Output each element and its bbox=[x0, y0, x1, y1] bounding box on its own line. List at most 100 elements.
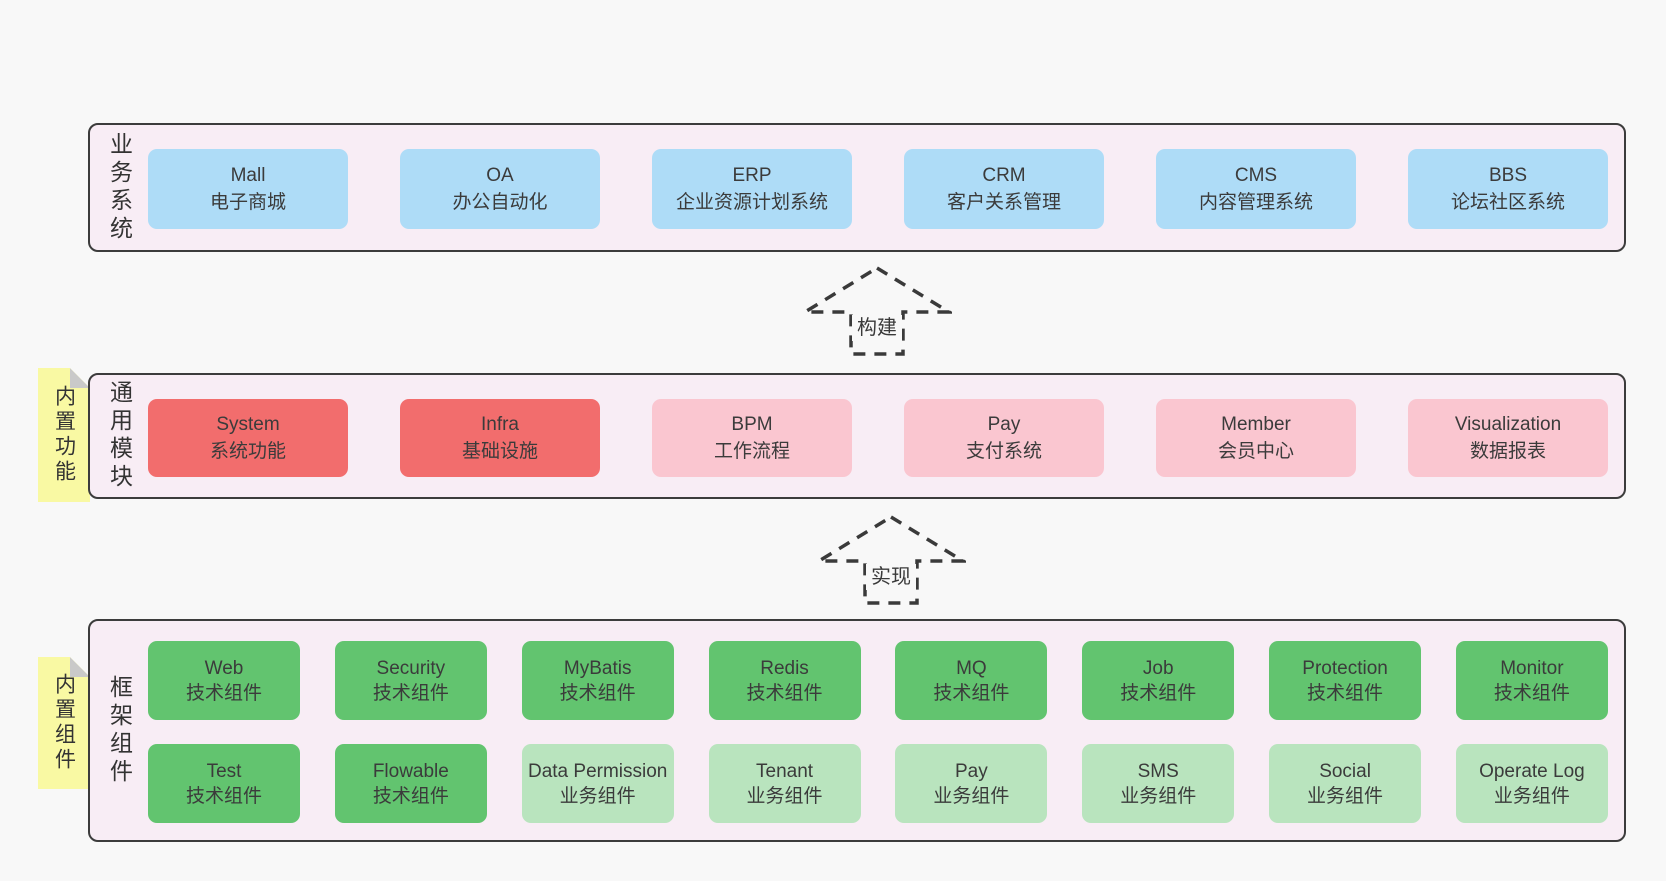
box-title: Tenant bbox=[756, 760, 814, 782]
box-title: Pay bbox=[955, 760, 988, 782]
panel-side-label-text: 框架组件 bbox=[106, 674, 133, 787]
box-subtitle: 工作流程 bbox=[713, 441, 790, 462]
box-subtitle: 内容管理系统 bbox=[1198, 192, 1313, 213]
box-sms: SMS 业务组件 bbox=[1082, 744, 1235, 823]
dashed-up-arrow-icon: 实现 bbox=[812, 514, 970, 605]
business-box-row: Mall 电子商城 OA 办公自动化 ERP 企业资源计划系统 CRM 客户关系… bbox=[148, 149, 1608, 229]
panel-side-label: 业务系统 bbox=[90, 125, 148, 250]
note-fold-corner-icon bbox=[70, 368, 90, 388]
box-title: OA bbox=[486, 165, 514, 186]
box-subtitle: 支付系统 bbox=[965, 441, 1042, 462]
box-visualization: Visualization 数据报表 bbox=[1408, 399, 1608, 477]
box-protection: Protection 技术组件 bbox=[1269, 641, 1422, 720]
box-title: Monitor bbox=[1500, 657, 1564, 679]
sticky-note-label: 内置功能 bbox=[52, 385, 76, 485]
box-title: SMS bbox=[1137, 760, 1179, 782]
box-title: Data Permission bbox=[527, 760, 668, 782]
box-erp: ERP 企业资源计划系统 bbox=[652, 149, 852, 229]
box-subtitle: 办公自动化 bbox=[452, 192, 548, 213]
box-subtitle: 业务组件 bbox=[559, 785, 636, 807]
box-subtitle: 技术组件 bbox=[185, 682, 262, 704]
box-redis: Redis 技术组件 bbox=[708, 641, 861, 720]
box-system: System 系统功能 bbox=[148, 399, 348, 477]
box-monitor: Monitor 技术组件 bbox=[1455, 641, 1608, 720]
box-subtitle: 会员中心 bbox=[1217, 441, 1294, 462]
box-title: CRM bbox=[982, 165, 1026, 186]
box-subtitle: 技术组件 bbox=[746, 682, 823, 704]
box-bbs: BBS 论坛社区系统 bbox=[1408, 149, 1608, 229]
sticky-note-builtin-features: 内置功能 bbox=[38, 368, 90, 502]
note-fold-corner-icon bbox=[70, 657, 90, 677]
box-subtitle: 技术组件 bbox=[185, 785, 262, 807]
box-title: Web bbox=[204, 657, 244, 679]
box-subtitle: 技术组件 bbox=[933, 682, 1010, 704]
box-title: Infra bbox=[480, 414, 520, 435]
box-job: Job 技术组件 bbox=[1082, 641, 1235, 720]
box-subtitle: 业务组件 bbox=[1307, 785, 1384, 807]
box-title: Member bbox=[1221, 414, 1291, 435]
box-web: Web 技术组件 bbox=[148, 641, 300, 720]
framework-box-row-1: Web 技术组件 Security 技术组件 MyBatis 技术组件 Redi… bbox=[148, 641, 1608, 720]
box-title: CMS bbox=[1234, 165, 1278, 186]
box-subtitle: 客户关系管理 bbox=[946, 192, 1061, 213]
panel-side-label: 通用模块 bbox=[90, 375, 148, 497]
box-title: Visualization bbox=[1454, 414, 1562, 435]
box-title: ERP bbox=[732, 165, 772, 186]
box-title: BPM bbox=[731, 414, 773, 435]
box-flowable: Flowable 技术组件 bbox=[334, 744, 487, 823]
box-title: System bbox=[216, 414, 280, 435]
box-subtitle: 技术组件 bbox=[1120, 682, 1197, 704]
box-subtitle: 系统功能 bbox=[209, 441, 286, 462]
box-title: Test bbox=[206, 760, 242, 782]
dashed-up-arrow-icon: 构建 bbox=[798, 265, 956, 356]
box-title: Security bbox=[376, 657, 446, 679]
box-security: Security 技术组件 bbox=[334, 641, 487, 720]
box-title: Social bbox=[1319, 760, 1371, 782]
box-bpm: BPM 工作流程 bbox=[652, 399, 852, 477]
box-pay-system: Pay 支付系统 bbox=[904, 399, 1104, 477]
box-subtitle: 基础设施 bbox=[461, 441, 538, 462]
box-mq: MQ 技术组件 bbox=[895, 641, 1048, 720]
box-title: BBS bbox=[1488, 165, 1528, 186]
panel-framework-components: 框架组件 Web 技术组件 Security 技术组件 MyBatis 技术组件… bbox=[88, 619, 1626, 842]
box-social: Social 业务组件 bbox=[1269, 744, 1422, 823]
box-title: Mall bbox=[230, 165, 266, 186]
panel-side-label: 框架组件 bbox=[90, 621, 148, 840]
box-subtitle: 数据报表 bbox=[1469, 441, 1546, 462]
box-title: MyBatis bbox=[563, 657, 632, 679]
box-oa: OA 办公自动化 bbox=[400, 149, 600, 229]
box-subtitle: 技术组件 bbox=[372, 682, 449, 704]
sticky-note-builtin-components: 内置组件 bbox=[38, 657, 90, 789]
box-title: Flowable bbox=[372, 760, 449, 782]
box-crm: CRM 客户关系管理 bbox=[904, 149, 1104, 229]
arrow-build: 构建 bbox=[798, 265, 956, 357]
box-subtitle: 技术组件 bbox=[559, 682, 636, 704]
box-subtitle: 电子商城 bbox=[209, 192, 286, 213]
panel-side-label-text: 业务系统 bbox=[106, 131, 133, 244]
box-test: Test 技术组件 bbox=[148, 744, 300, 823]
box-infra: Infra 基础设施 bbox=[400, 399, 600, 477]
arrow-implement: 实现 bbox=[812, 514, 970, 606]
box-title: Redis bbox=[760, 657, 809, 679]
box-subtitle: 论坛社区系统 bbox=[1450, 192, 1565, 213]
modules-box-row: System 系统功能 Infra 基础设施 BPM 工作流程 Pay 支付系统… bbox=[148, 399, 1608, 477]
box-title: MQ bbox=[956, 657, 987, 679]
box-title: Pay bbox=[987, 414, 1021, 435]
box-subtitle: 业务组件 bbox=[933, 785, 1010, 807]
box-data-permission: Data Permission 业务组件 bbox=[521, 744, 674, 823]
box-subtitle: 业务组件 bbox=[1493, 785, 1570, 807]
box-mall: Mall 电子商城 bbox=[148, 149, 348, 229]
panel-business-systems: 业务系统 Mall 电子商城 OA 办公自动化 ERP 企业资源计划系统 CRM… bbox=[88, 123, 1626, 252]
box-subtitle: 企业资源计划系统 bbox=[675, 192, 828, 213]
box-operate-log: Operate Log 业务组件 bbox=[1455, 744, 1608, 823]
sticky-note-label: 内置组件 bbox=[52, 673, 76, 773]
box-subtitle: 业务组件 bbox=[746, 785, 823, 807]
panel-common-modules: 通用模块 System 系统功能 Infra 基础设施 BPM 工作流程 Pay… bbox=[88, 373, 1626, 499]
box-title: Job bbox=[1142, 657, 1174, 679]
box-subtitle: 业务组件 bbox=[1120, 785, 1197, 807]
box-subtitle: 技术组件 bbox=[1307, 682, 1384, 704]
box-tenant: Tenant 业务组件 bbox=[708, 744, 861, 823]
panel-side-label-text: 通用模块 bbox=[106, 380, 133, 492]
box-title: Operate Log bbox=[1479, 760, 1585, 782]
box-pay-component: Pay 业务组件 bbox=[895, 744, 1048, 823]
